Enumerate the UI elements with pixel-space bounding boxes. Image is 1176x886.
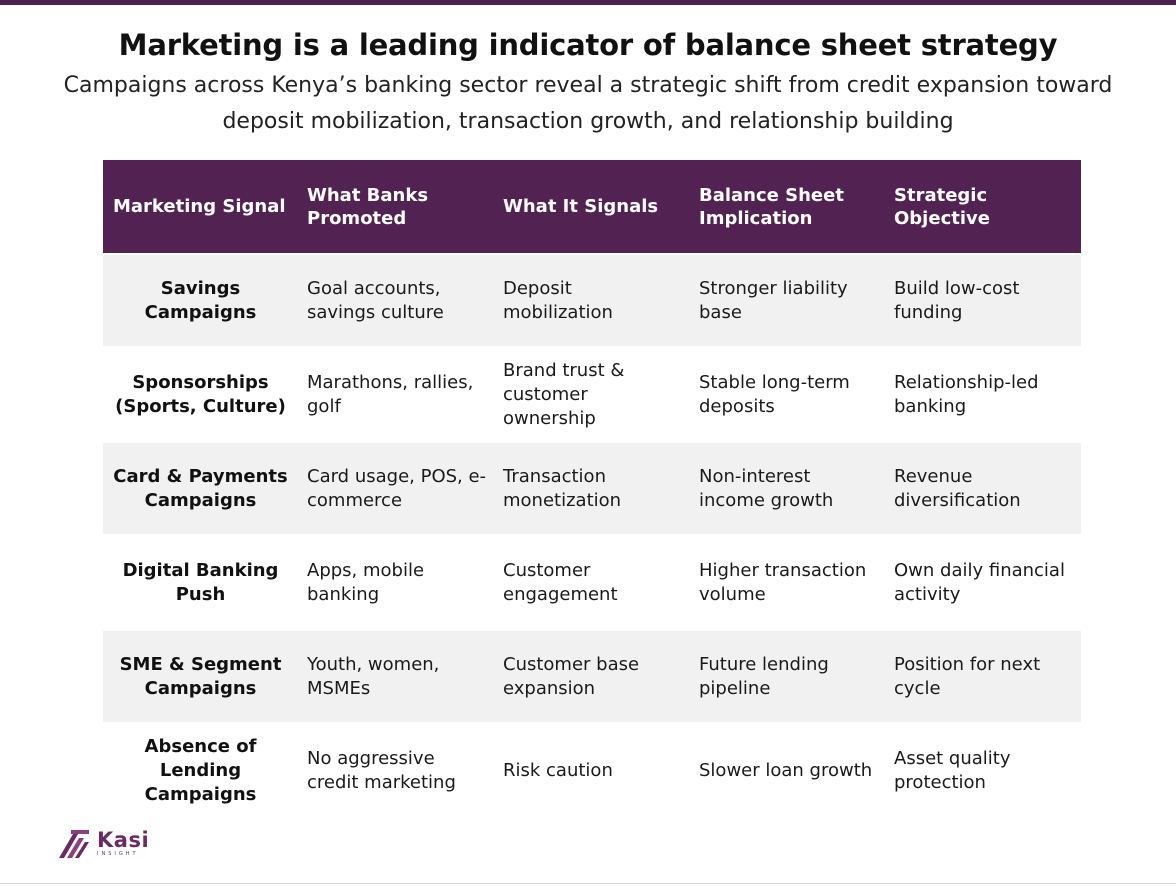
cell-what-it-signals: Deposit mobilization xyxy=(503,277,613,323)
cell-balance-sheet-implication: Non-interest income growth xyxy=(699,465,834,511)
table-row: Digital Banking Push Apps, mobile bankin… xyxy=(103,537,1081,631)
cell-marketing-signal: Savings Campaigns xyxy=(144,277,257,323)
cell-strategic-objective: Own daily financial activity xyxy=(894,559,1065,605)
kasi-insight-logo: Kasi INSIGHT xyxy=(57,826,149,860)
cell-what-it-signals: Transaction monetization xyxy=(503,465,622,511)
cell-what-it-signals: Brand trust & customer ownership xyxy=(503,359,625,429)
cell-strategic-objective: Revenue diversification xyxy=(894,465,1021,511)
top-accent-bar xyxy=(0,0,1176,5)
table-row: Savings Campaigns Goal accounts, savings… xyxy=(103,255,1081,349)
cell-balance-sheet-implication: Future lending pipeline xyxy=(699,653,829,699)
cell-marketing-signal: Card & Payments Campaigns xyxy=(113,465,288,511)
page-subtitle: Campaigns across Kenya’s banking sector … xyxy=(63,73,1113,134)
cell-marketing-signal: Digital Banking Push xyxy=(122,559,279,605)
cell-balance-sheet-implication: Stronger liability base xyxy=(699,277,848,323)
cell-what-it-signals: Customer base expansion xyxy=(503,653,640,699)
logo-text: Kasi INSIGHT xyxy=(97,829,149,858)
logo-name: Kasi xyxy=(97,827,150,852)
cell-what-it-signals: Risk caution xyxy=(503,759,613,781)
header-strategic-objective: Strategic Objective xyxy=(894,184,990,229)
cell-what-banks-promoted: Marathons, rallies, golf xyxy=(307,371,474,417)
table-row: Absence of Lending Campaigns No aggressi… xyxy=(103,725,1081,819)
kasi-logo-icon xyxy=(59,830,89,858)
bottom-divider xyxy=(0,883,1176,884)
cell-marketing-signal: Absence of Lending Campaigns xyxy=(144,735,257,805)
strategy-table: Marketing Signal What Banks Promoted Wha… xyxy=(103,160,1081,819)
header-marketing-signal: Marketing Signal xyxy=(113,196,286,217)
cell-marketing-signal: Sponsorships (Sports, Culture) xyxy=(115,371,286,417)
cell-what-banks-promoted: Card usage, POS, e-commerce xyxy=(307,465,487,511)
header-what-it-signals: What It Signals xyxy=(503,196,659,217)
cell-what-banks-promoted: No aggressive credit marketing xyxy=(307,747,456,793)
table-row: SME & Segment Campaigns Youth, women, MS… xyxy=(103,631,1081,725)
cell-balance-sheet-implication: Stable long-term deposits xyxy=(699,371,850,417)
cell-what-banks-promoted: Youth, women, MSMEs xyxy=(307,653,440,699)
header-what-banks-promoted: What Banks Promoted xyxy=(307,184,429,229)
cell-what-banks-promoted: Apps, mobile banking xyxy=(307,559,425,605)
cell-what-banks-promoted: Goal accounts, savings culture xyxy=(307,277,444,323)
cell-marketing-signal: SME & Segment Campaigns xyxy=(119,653,282,699)
table-row: Card & Payments Campaigns Card usage, PO… xyxy=(103,443,1081,537)
table-header-row: Marketing Signal What Banks Promoted Wha… xyxy=(103,160,1081,255)
page-title: Marketing is a leading indicator of bala… xyxy=(118,28,1058,62)
logo-subtext: INSIGHT xyxy=(97,850,139,857)
table-row: Sponsorships (Sports, Culture) Marathons… xyxy=(103,349,1081,443)
cell-strategic-objective: Relationship-led banking xyxy=(894,371,1039,417)
cell-balance-sheet-implication: Slower loan growth xyxy=(699,759,873,781)
cell-strategic-objective: Asset quality protection xyxy=(894,747,1011,793)
cell-strategic-objective: Build low-cost funding xyxy=(894,277,1020,323)
cell-balance-sheet-implication: Higher transaction volume xyxy=(699,559,867,605)
cell-strategic-objective: Position for next cycle xyxy=(894,653,1041,699)
cell-what-it-signals: Customer engagement xyxy=(503,559,618,605)
header-balance-sheet-implication: Balance Sheet Implication xyxy=(699,184,844,229)
